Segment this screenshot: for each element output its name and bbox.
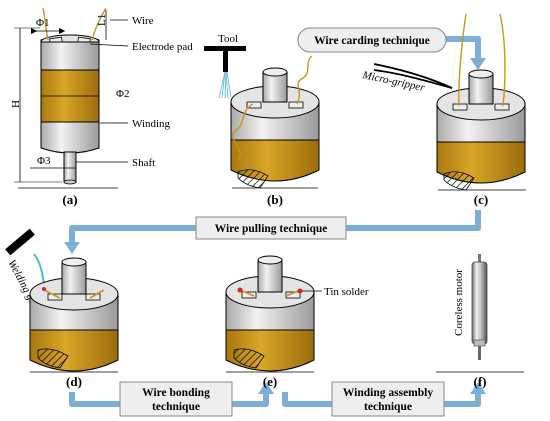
tech-label-wire-bonding-1: Wire bonding xyxy=(142,387,210,399)
panel-a-dimension-drawing: Φ1 L1 Φ2 Φ3 H Wire Electrode pad Winding… xyxy=(10,7,193,207)
dim-phi2: Φ2 xyxy=(116,88,130,100)
solder-dot-left xyxy=(237,287,243,293)
tech-box-winding-assembly: Winding assembly technique xyxy=(331,381,445,417)
tech-box-wire-pulling: Wire pulling technique xyxy=(195,216,347,240)
tech-label-winding-assembly-1: Winding assembly xyxy=(343,387,433,399)
tool-bristles xyxy=(218,71,232,99)
panel-label-a: (a) xyxy=(62,192,77,207)
dim-phi1: Φ1 xyxy=(36,17,50,29)
arrow-heads xyxy=(64,58,486,394)
panel-label-e: (e) xyxy=(263,374,277,389)
panel-f-coreless-motor: Coreless motor (f) xyxy=(436,254,524,389)
dim-h: H xyxy=(10,100,22,108)
motor-shaft-top xyxy=(478,254,481,264)
wire-left xyxy=(42,7,49,41)
motor-body xyxy=(471,261,488,345)
micro-gripper xyxy=(373,63,453,89)
label-shaft: Shaft xyxy=(132,157,155,169)
shaft xyxy=(63,151,77,183)
panel-label-b: (b) xyxy=(267,192,283,207)
welding-gun xyxy=(5,228,35,256)
label-tool: Tool xyxy=(218,33,238,45)
panel-e-tin-solder: Tin solder (e) xyxy=(225,255,369,389)
panel-b-wire-carding: Tool (b) xyxy=(204,33,320,207)
panel-d-welding: Welding gun (d) xyxy=(5,228,119,389)
panel-label-c: (c) xyxy=(474,192,488,207)
tool-shaft xyxy=(223,46,228,72)
arrow-b-to-c xyxy=(446,36,481,60)
tech-label-wire-carding: Wire carding technique xyxy=(314,35,430,47)
label-coreless-motor: Coreless motor xyxy=(453,269,465,336)
tech-box-wire-bonding: Wire bonding technique xyxy=(119,381,233,417)
dim-phi3: Φ3 xyxy=(37,155,51,167)
dim-l1: L1 xyxy=(96,14,108,26)
panel-label-d: (d) xyxy=(66,374,82,389)
label-tin-solder: Tin solder xyxy=(324,286,369,298)
panel-c-after-carding: Micro-gripper (c) xyxy=(360,13,526,207)
tech-label-wire-bonding-2: technique xyxy=(152,401,200,413)
solder-dot-right xyxy=(297,288,303,294)
tech-label-winding-assembly-2: technique xyxy=(364,401,412,413)
tech-label-wire-pulling: Wire pulling technique xyxy=(215,223,328,235)
motor-shaft-bottom xyxy=(478,346,481,360)
label-electrode-pad: Electrode pad xyxy=(132,41,193,53)
label-winding: Winding xyxy=(132,118,171,130)
panel-label-f: (f) xyxy=(474,374,487,389)
label-wire: Wire xyxy=(132,15,154,27)
tech-box-wire-carding: Wire carding technique xyxy=(297,27,447,53)
wire-right xyxy=(91,7,107,41)
